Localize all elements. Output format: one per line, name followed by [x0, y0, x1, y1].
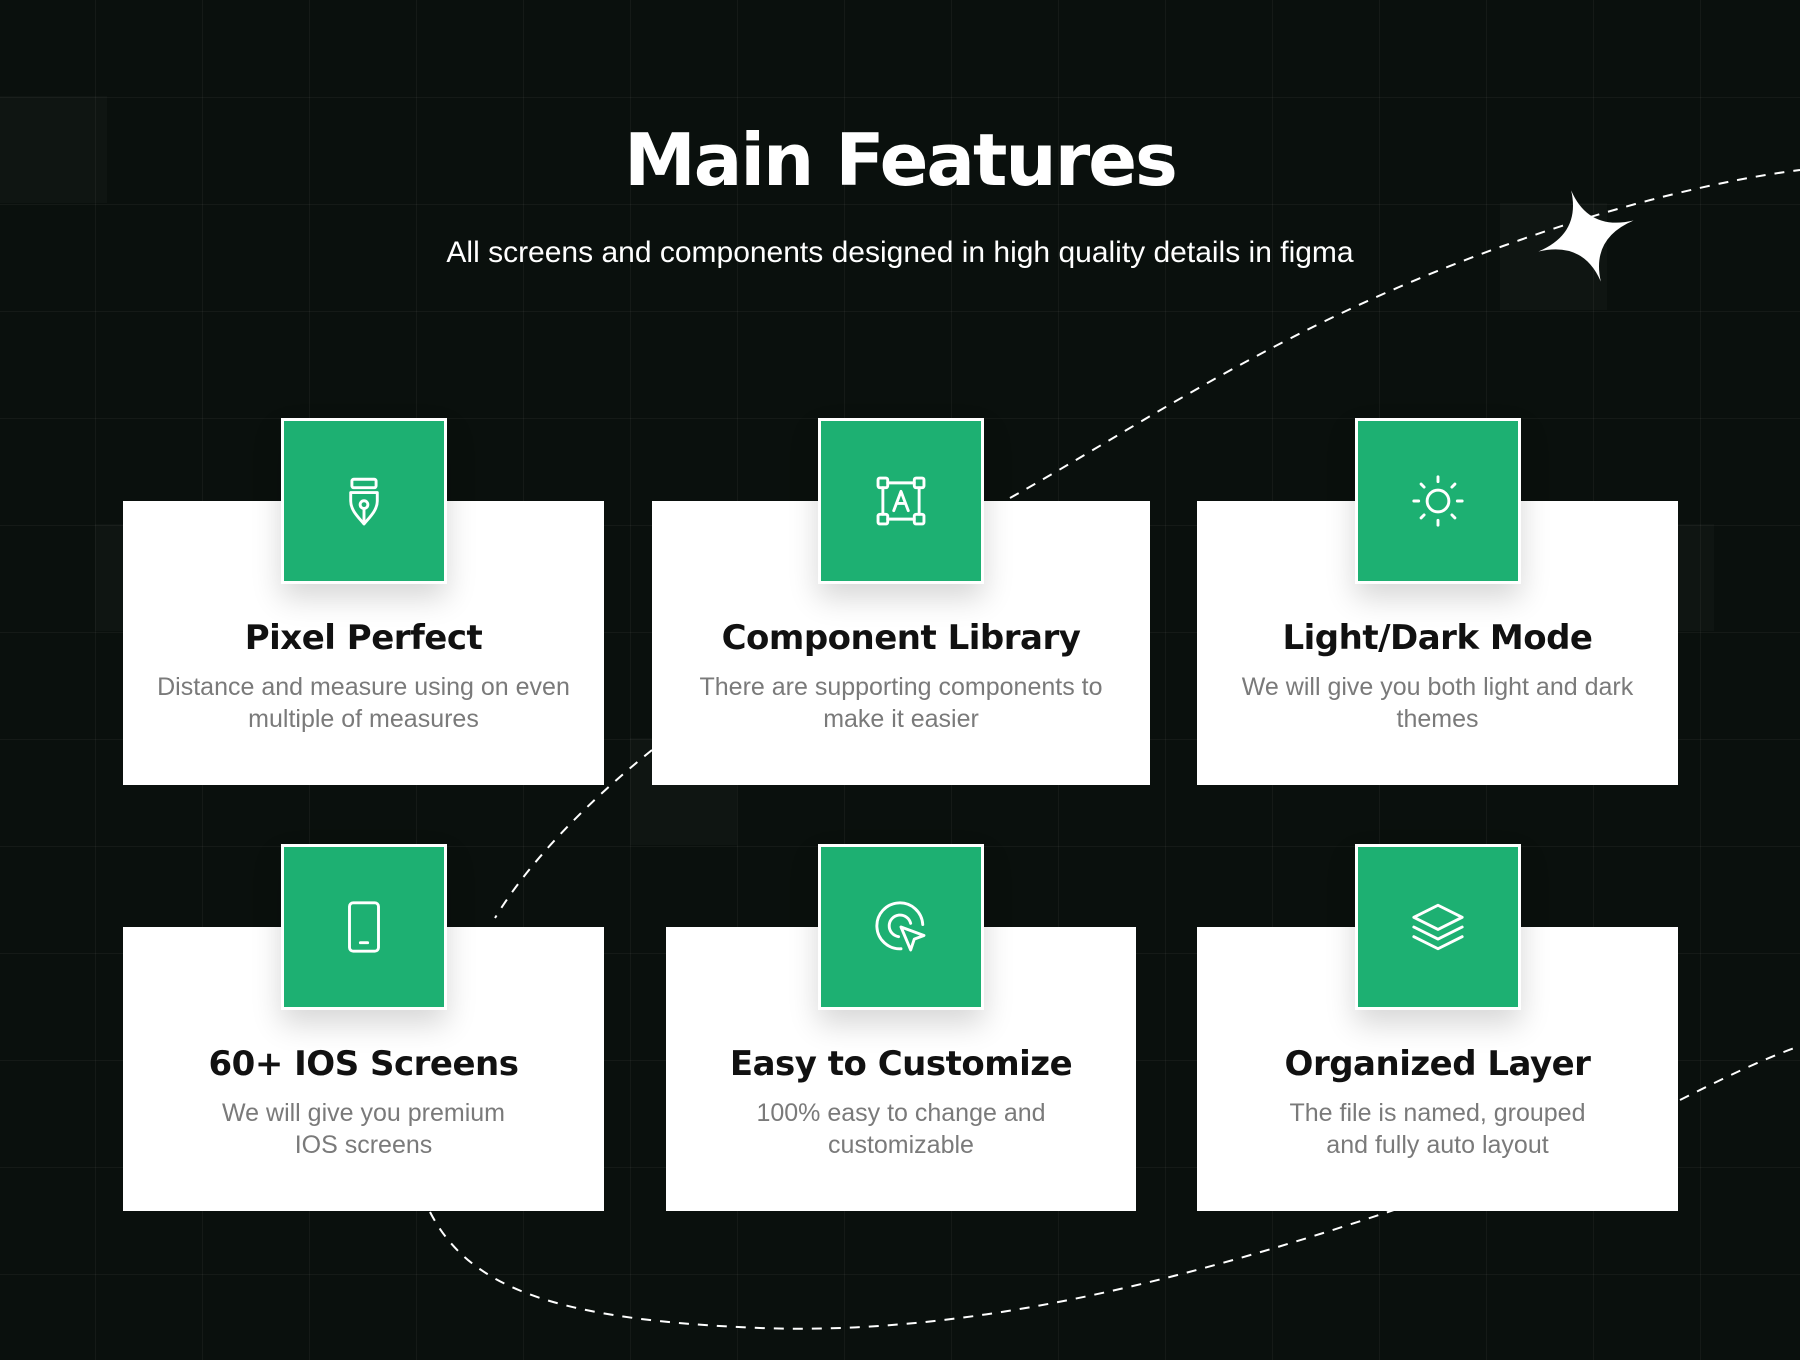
layers-icon	[1412, 903, 1464, 951]
feature-card-component-library: Component Library There are supporting c…	[652, 418, 1150, 785]
feature-icon-box	[281, 844, 447, 1010]
feature-title: Light/Dark Mode	[1282, 618, 1593, 658]
feature-card-pixel-perfect: Pixel Perfect Distance and measure using…	[123, 418, 604, 785]
feature-icon-box	[1355, 844, 1521, 1010]
feature-description: We will give you premium IOS screens	[222, 1099, 505, 1159]
feature-title: Easy to Customize	[729, 1044, 1073, 1084]
feature-icon-box	[281, 418, 447, 584]
feature-description: The file is named, grouped and fully aut…	[1289, 1099, 1586, 1159]
pen-nib-icon	[349, 477, 379, 526]
sun-icon	[1412, 475, 1464, 527]
sparkle-icon	[1538, 190, 1634, 282]
feature-title: Component Library	[721, 618, 1081, 658]
text-frame-icon	[876, 476, 926, 526]
page-title: Main Features	[624, 118, 1178, 202]
feature-card-ios-screens: 60+ IOS Screens We will give you premium…	[123, 844, 604, 1211]
cursor-click-icon	[875, 901, 926, 952]
feature-description: There are supporting components to make …	[699, 673, 1103, 733]
feature-description: We will give you both light and dark the…	[1241, 673, 1634, 733]
feature-title: Pixel Perfect	[244, 618, 483, 658]
page-subtitle: All screens and components designed in h…	[446, 236, 1354, 269]
feature-icon-box	[1355, 418, 1521, 584]
feature-title: Organized Layer	[1284, 1044, 1591, 1084]
feature-description: 100% easy to change and customizable	[756, 1099, 1046, 1159]
feature-icon-box	[818, 418, 984, 584]
feature-description: Distance and measure using on even multi…	[157, 673, 570, 733]
feature-title: 60+ IOS Screens	[208, 1044, 520, 1084]
feature-card-organized-layer: Organized Layer The file is named, group…	[1197, 844, 1678, 1211]
phone-icon	[348, 901, 380, 953]
feature-card-easy-to-customize: Easy to Customize 100% easy to change an…	[666, 844, 1136, 1211]
feature-card-light-dark-mode: Light/Dark Mode We will give you both li…	[1197, 418, 1678, 785]
feature-icon-box	[818, 844, 984, 1010]
